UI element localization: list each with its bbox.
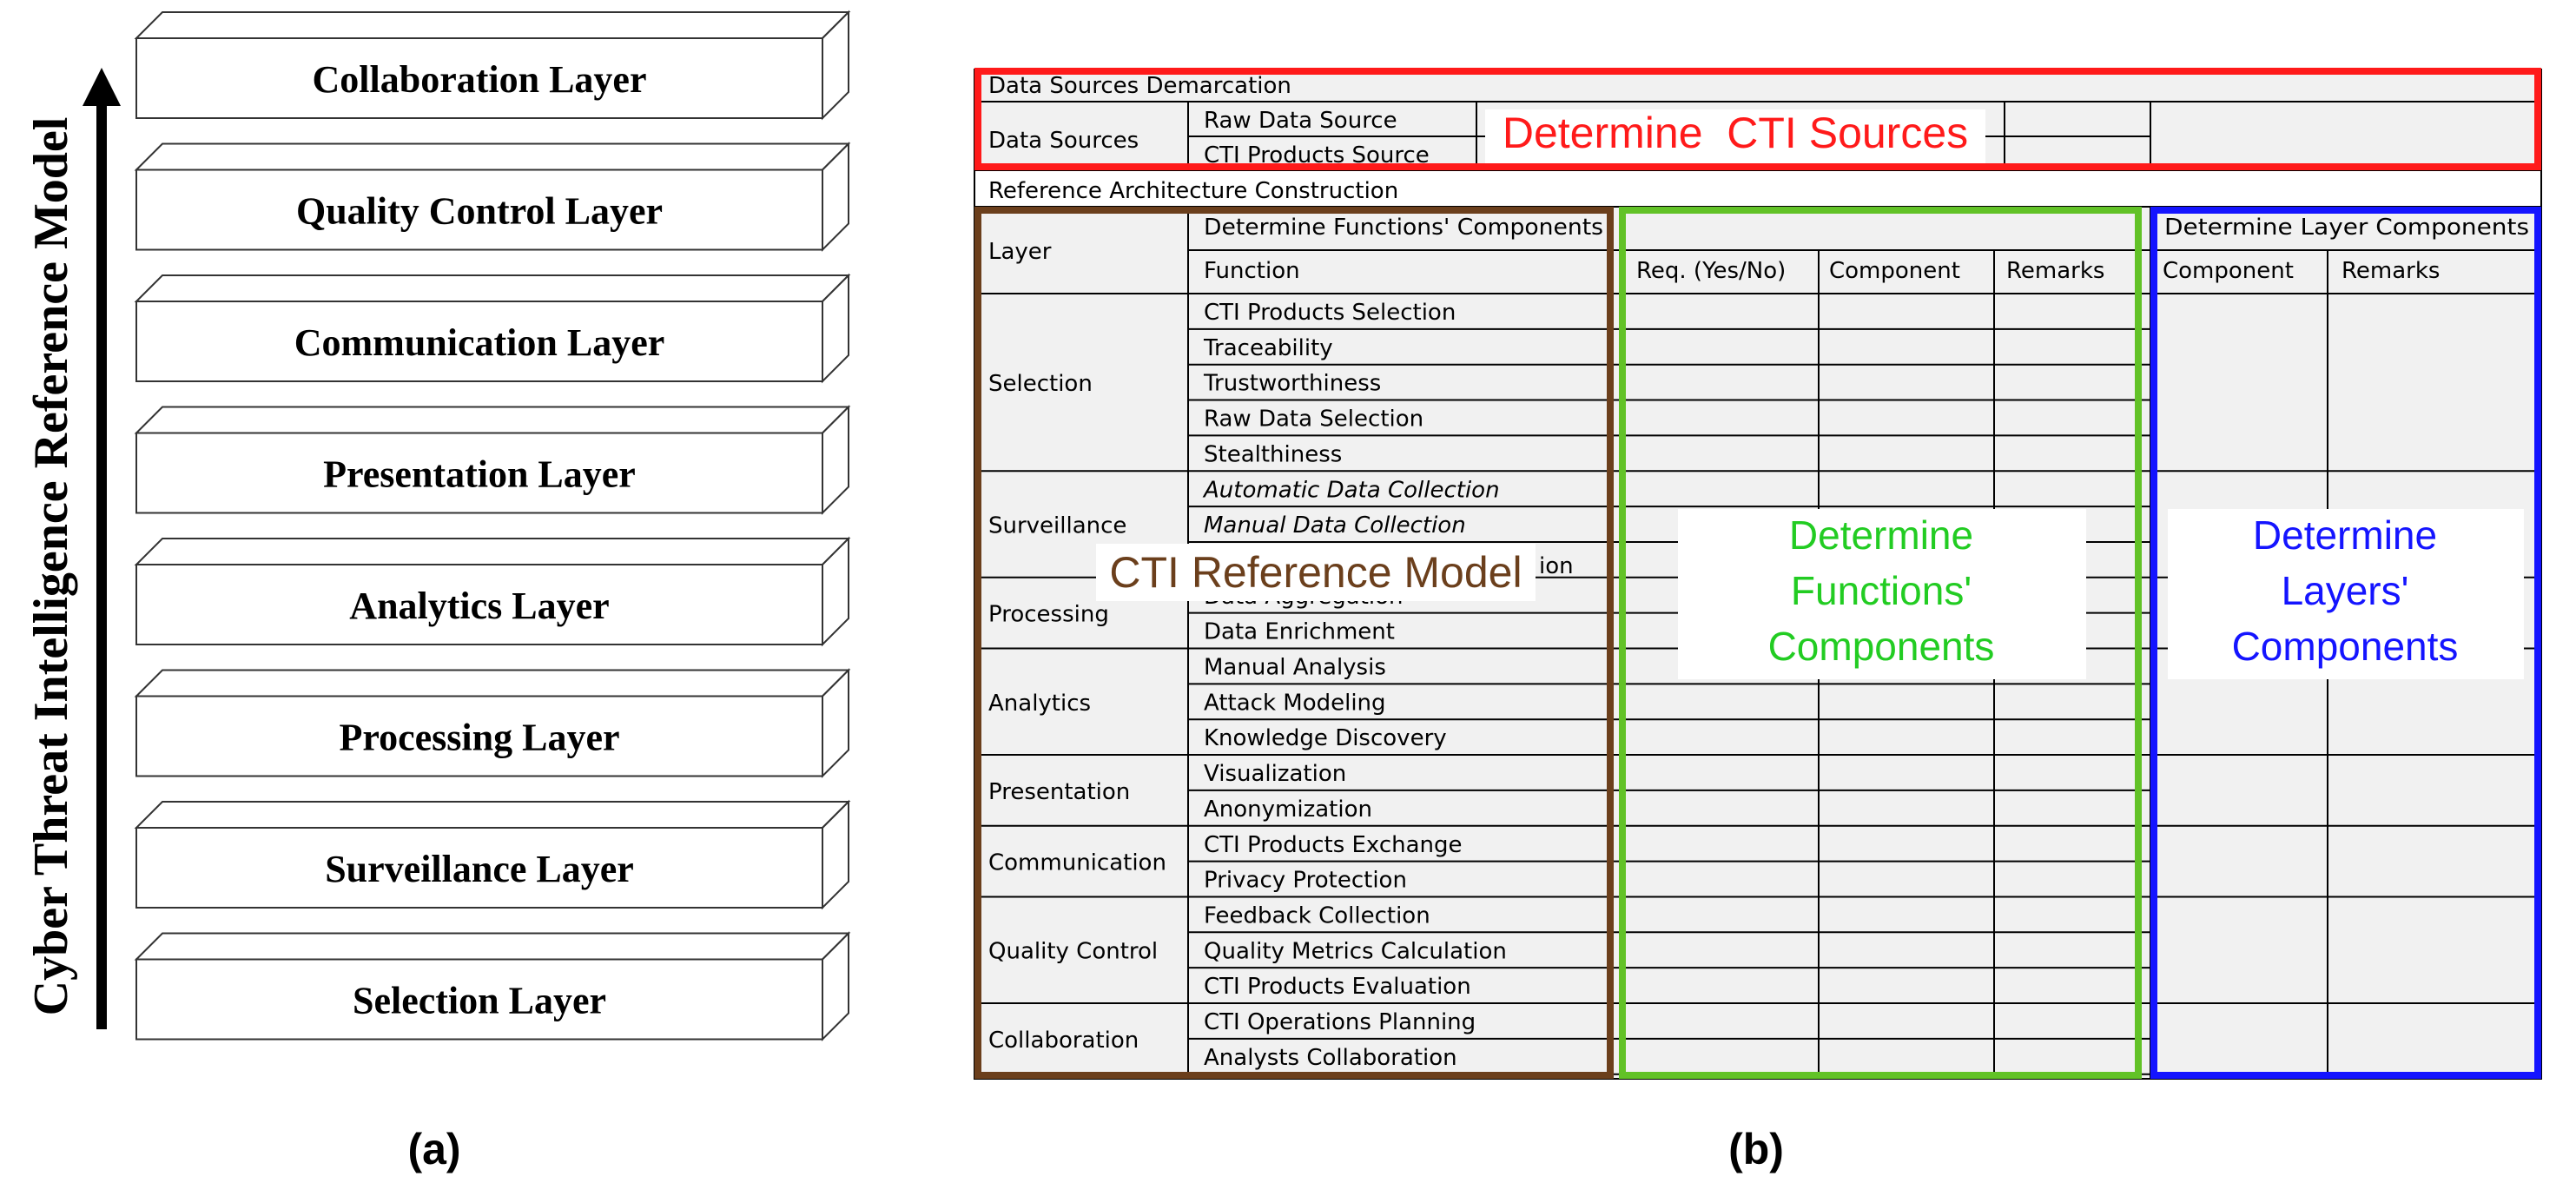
function-label: Knowledge Discovery	[1204, 725, 1447, 751]
function-label: CTI Products Exchange	[1204, 832, 1463, 858]
layer-box-top	[134, 11, 851, 39]
layer-box-front	[135, 564, 823, 645]
layer-box: Surveillance Layer	[134, 799, 851, 910]
layer-box-top	[134, 932, 851, 961]
layer-label: Communication Layer	[294, 321, 665, 364]
function-label: Data Enrichment	[1204, 619, 1395, 645]
layers-overlay-line-3: Components	[2232, 624, 2459, 669]
layer-box: Analytics Layer	[134, 536, 851, 647]
layer-box-top	[134, 142, 851, 171]
layer-header: Layer	[988, 239, 1052, 265]
remarks-header: Remarks	[2006, 258, 2104, 284]
layer-label: Collaboration Layer	[313, 58, 647, 101]
panel-a: Cyber Threat Intelligence Reference Mode…	[24, 10, 851, 1173]
up-arrow-head	[83, 68, 121, 106]
function-label: Stealthiness	[1204, 441, 1342, 467]
functions-overlay-background	[1678, 509, 2086, 679]
layer-box-top	[134, 406, 851, 434]
partial-function-label: ion	[1539, 553, 1574, 579]
layer-box: Quality Control Layer	[134, 142, 851, 252]
function-header: Function	[1204, 258, 1300, 284]
layers-overlay-background	[2168, 509, 2524, 679]
function-label: Trustworthiness	[1203, 371, 1381, 397]
function-label: Traceability	[1203, 335, 1333, 361]
remarks-header-2: Remarks	[2342, 258, 2440, 284]
layer-group-label: Surveillance	[988, 513, 1126, 539]
sources-overlay-background	[1485, 109, 1985, 163]
layer-group-label: Presentation	[988, 779, 1130, 805]
caption-b: (b)	[1728, 1125, 1784, 1173]
layer-box-top	[134, 538, 851, 565]
layer-box-front	[135, 169, 823, 251]
layer-box-front	[135, 301, 823, 382]
layer-label: Processing Layer	[339, 717, 619, 759]
data-sources-label: Data Sources	[988, 128, 1139, 154]
layer-box: Processing Layer	[134, 668, 851, 778]
determine-layer-components-header: Determine Layer Components	[2164, 215, 2529, 241]
layer-box: Collaboration Layer	[134, 10, 851, 121]
req-yes-no-header: Req. (Yes/No)	[1636, 258, 1786, 284]
cti-sources-outline	[974, 68, 2541, 170]
function-label: Visualization	[1204, 761, 1346, 787]
functions-overlay-line-1: Determine	[1789, 512, 1973, 558]
layer-box-front	[135, 37, 823, 119]
raw-data-source-label: Raw Data Source	[1204, 108, 1397, 134]
function-label: Privacy Protection	[1204, 868, 1407, 894]
layer-label: Analytics Layer	[349, 585, 609, 627]
cti-reference-model-label: CTI Reference Model	[1109, 548, 1522, 597]
functions-components-outline	[1619, 207, 2142, 1079]
layer-group-label: Processing	[988, 602, 1109, 628]
function-label: Attack Modeling	[1204, 690, 1386, 716]
layers-overlay-line-1: Determine	[2253, 512, 2437, 558]
layer-box-top	[134, 274, 851, 302]
function-label: Feedback Collection	[1204, 902, 1430, 929]
function-label: CTI Products Selection	[1204, 300, 1456, 326]
component-header: Component	[1829, 258, 1960, 284]
layer-label: Surveillance Layer	[325, 848, 634, 890]
layer-label: Presentation Layer	[323, 453, 636, 496]
caption-a: (a)	[407, 1125, 460, 1173]
determine-cti-sources-label: Determine CTI Sources	[1503, 109, 1968, 157]
layer-box-top	[134, 669, 851, 697]
determine-functions-components-header: Determine Functions' Components	[1204, 215, 1603, 241]
function-label: Raw Data Selection	[1204, 407, 1423, 433]
functions-overlay-line-3: Components	[1768, 624, 1995, 669]
function-label: Quality Metrics Calculation	[1204, 938, 1507, 964]
layer-box: Communication Layer	[134, 273, 851, 384]
function-label: Manual Data Collection	[1204, 512, 1466, 539]
functions-overlay-line-2: Functions'	[1791, 568, 1972, 613]
component-header-2: Component	[2163, 258, 2294, 284]
layer-box-front	[135, 827, 823, 909]
data-sources-demarcation-label: Data Sources Demarcation	[988, 73, 1291, 99]
layer-box: Selection Layer	[134, 931, 851, 1041]
layer-group-label: Selection	[988, 371, 1093, 397]
layer-label: Quality Control Layer	[296, 190, 663, 233]
layer-group-label: Collaboration	[988, 1028, 1139, 1054]
layer-box-top	[134, 801, 851, 829]
layer-box-front	[135, 958, 823, 1041]
layer-group-label: Communication	[988, 850, 1166, 876]
panel-b: CTI Products SelectionTraceabilityTrustw…	[974, 68, 2542, 1173]
layer-group-label: Quality Control	[988, 939, 1158, 965]
layers-overlay-line-2: Layers'	[2282, 568, 2409, 613]
layer-group-label: Analytics	[988, 691, 1091, 717]
function-label: Automatic Data Collection	[1202, 477, 1500, 503]
layer-label: Selection Layer	[353, 980, 606, 1022]
reference-model-overlay-background	[1096, 544, 1536, 601]
reference-model-outline	[974, 207, 1614, 1079]
function-label: CTI Products Evaluation	[1204, 974, 1471, 1000]
layer-box-front	[135, 432, 823, 514]
layer-box-front	[135, 695, 823, 777]
function-label: Manual Analysis	[1204, 655, 1386, 681]
function-label: Analysts Collaboration	[1204, 1045, 1457, 1071]
layers-components-outline	[2150, 207, 2541, 1079]
layer-box: Presentation Layer	[134, 405, 851, 515]
function-label: CTI Operations Planning	[1204, 1009, 1476, 1035]
reference-architecture-label: Reference Architecture Construction	[988, 178, 1398, 204]
function-label: Anonymization	[1204, 796, 1372, 823]
reference-model-axis-label: Cyber Threat Intelligence Reference Mode…	[24, 117, 78, 1016]
